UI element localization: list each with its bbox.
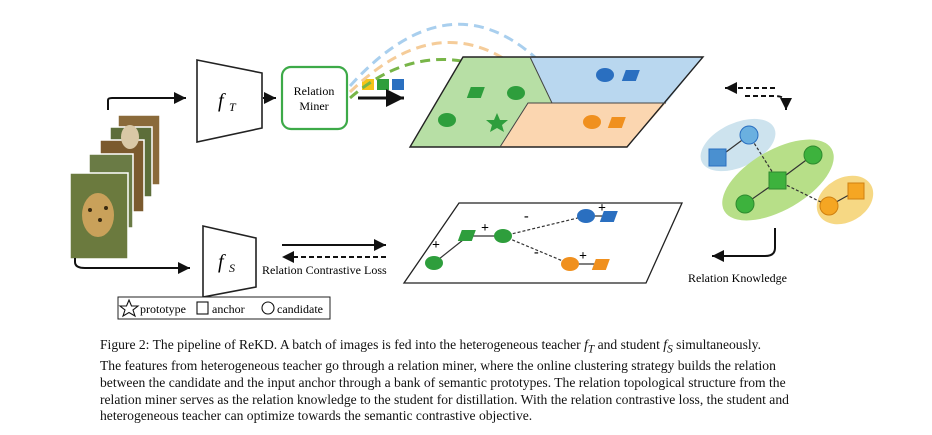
teacher-subscript: T <box>229 100 237 114</box>
arrow-to-student <box>74 258 190 274</box>
minus-sign-2: - <box>534 245 539 260</box>
image-stack <box>69 114 161 260</box>
legend: prototype anchor candidate <box>117 296 331 320</box>
student-label: f <box>218 251 226 273</box>
legend-circle-icon <box>261 301 275 315</box>
caption-line-2: The features from heterogeneous teacher … <box>100 358 776 374</box>
knowledge-label: Relation Knowledge <box>688 271 787 285</box>
plus-sign-3: + <box>598 201 606 216</box>
student-subscript: S <box>229 261 235 275</box>
miner-line2: Miner <box>299 99 328 113</box>
figure-caption: Figure 2: The pipeline of ReKD. A batch … <box>100 337 890 425</box>
contrastive-loss-arrows: Relation Contrastive Loss <box>262 239 387 277</box>
legend-prototype: prototype <box>140 302 186 316</box>
relation-miner-box: Relation Miner <box>280 65 349 131</box>
plus-sign-4: + <box>579 249 587 264</box>
pipeline-figure: f T Relation Miner <box>69 22 874 320</box>
student-embedding-space: + + - + - + <box>402 201 684 284</box>
prototype-bank <box>358 79 404 107</box>
teacher-network: f T <box>196 59 263 143</box>
student-network: f S <box>202 224 257 298</box>
legend-anchor: anchor <box>212 302 245 316</box>
minus-sign-1: - <box>524 209 529 224</box>
miner-line1: Relation <box>294 84 335 98</box>
knowledge-arrow <box>712 228 776 262</box>
legend-star-icon <box>118 298 140 318</box>
loop-arrows <box>725 82 792 110</box>
loss-label: Relation Contrastive Loss <box>262 263 387 277</box>
legend-square-icon <box>196 301 209 315</box>
arrow-to-teacher <box>107 92 186 110</box>
relation-knowledge-graph <box>700 118 874 225</box>
plus-sign-1: + <box>432 238 440 253</box>
legend-candidate: candidate <box>277 302 323 316</box>
caption-line-4: relation miner serves as the relation kn… <box>100 391 789 407</box>
teacher-embedding-space <box>408 56 705 148</box>
caption-line-1: Figure 2: The pipeline of ReKD. A batch … <box>100 337 761 356</box>
caption-line-3: between the candidate and the input anch… <box>100 374 786 390</box>
star-prototype <box>486 113 508 132</box>
plus-sign-2: + <box>481 221 489 236</box>
teacher-label: f <box>218 90 226 112</box>
caption-line-5: heterogeneous teacher can optimize towar… <box>100 408 533 424</box>
